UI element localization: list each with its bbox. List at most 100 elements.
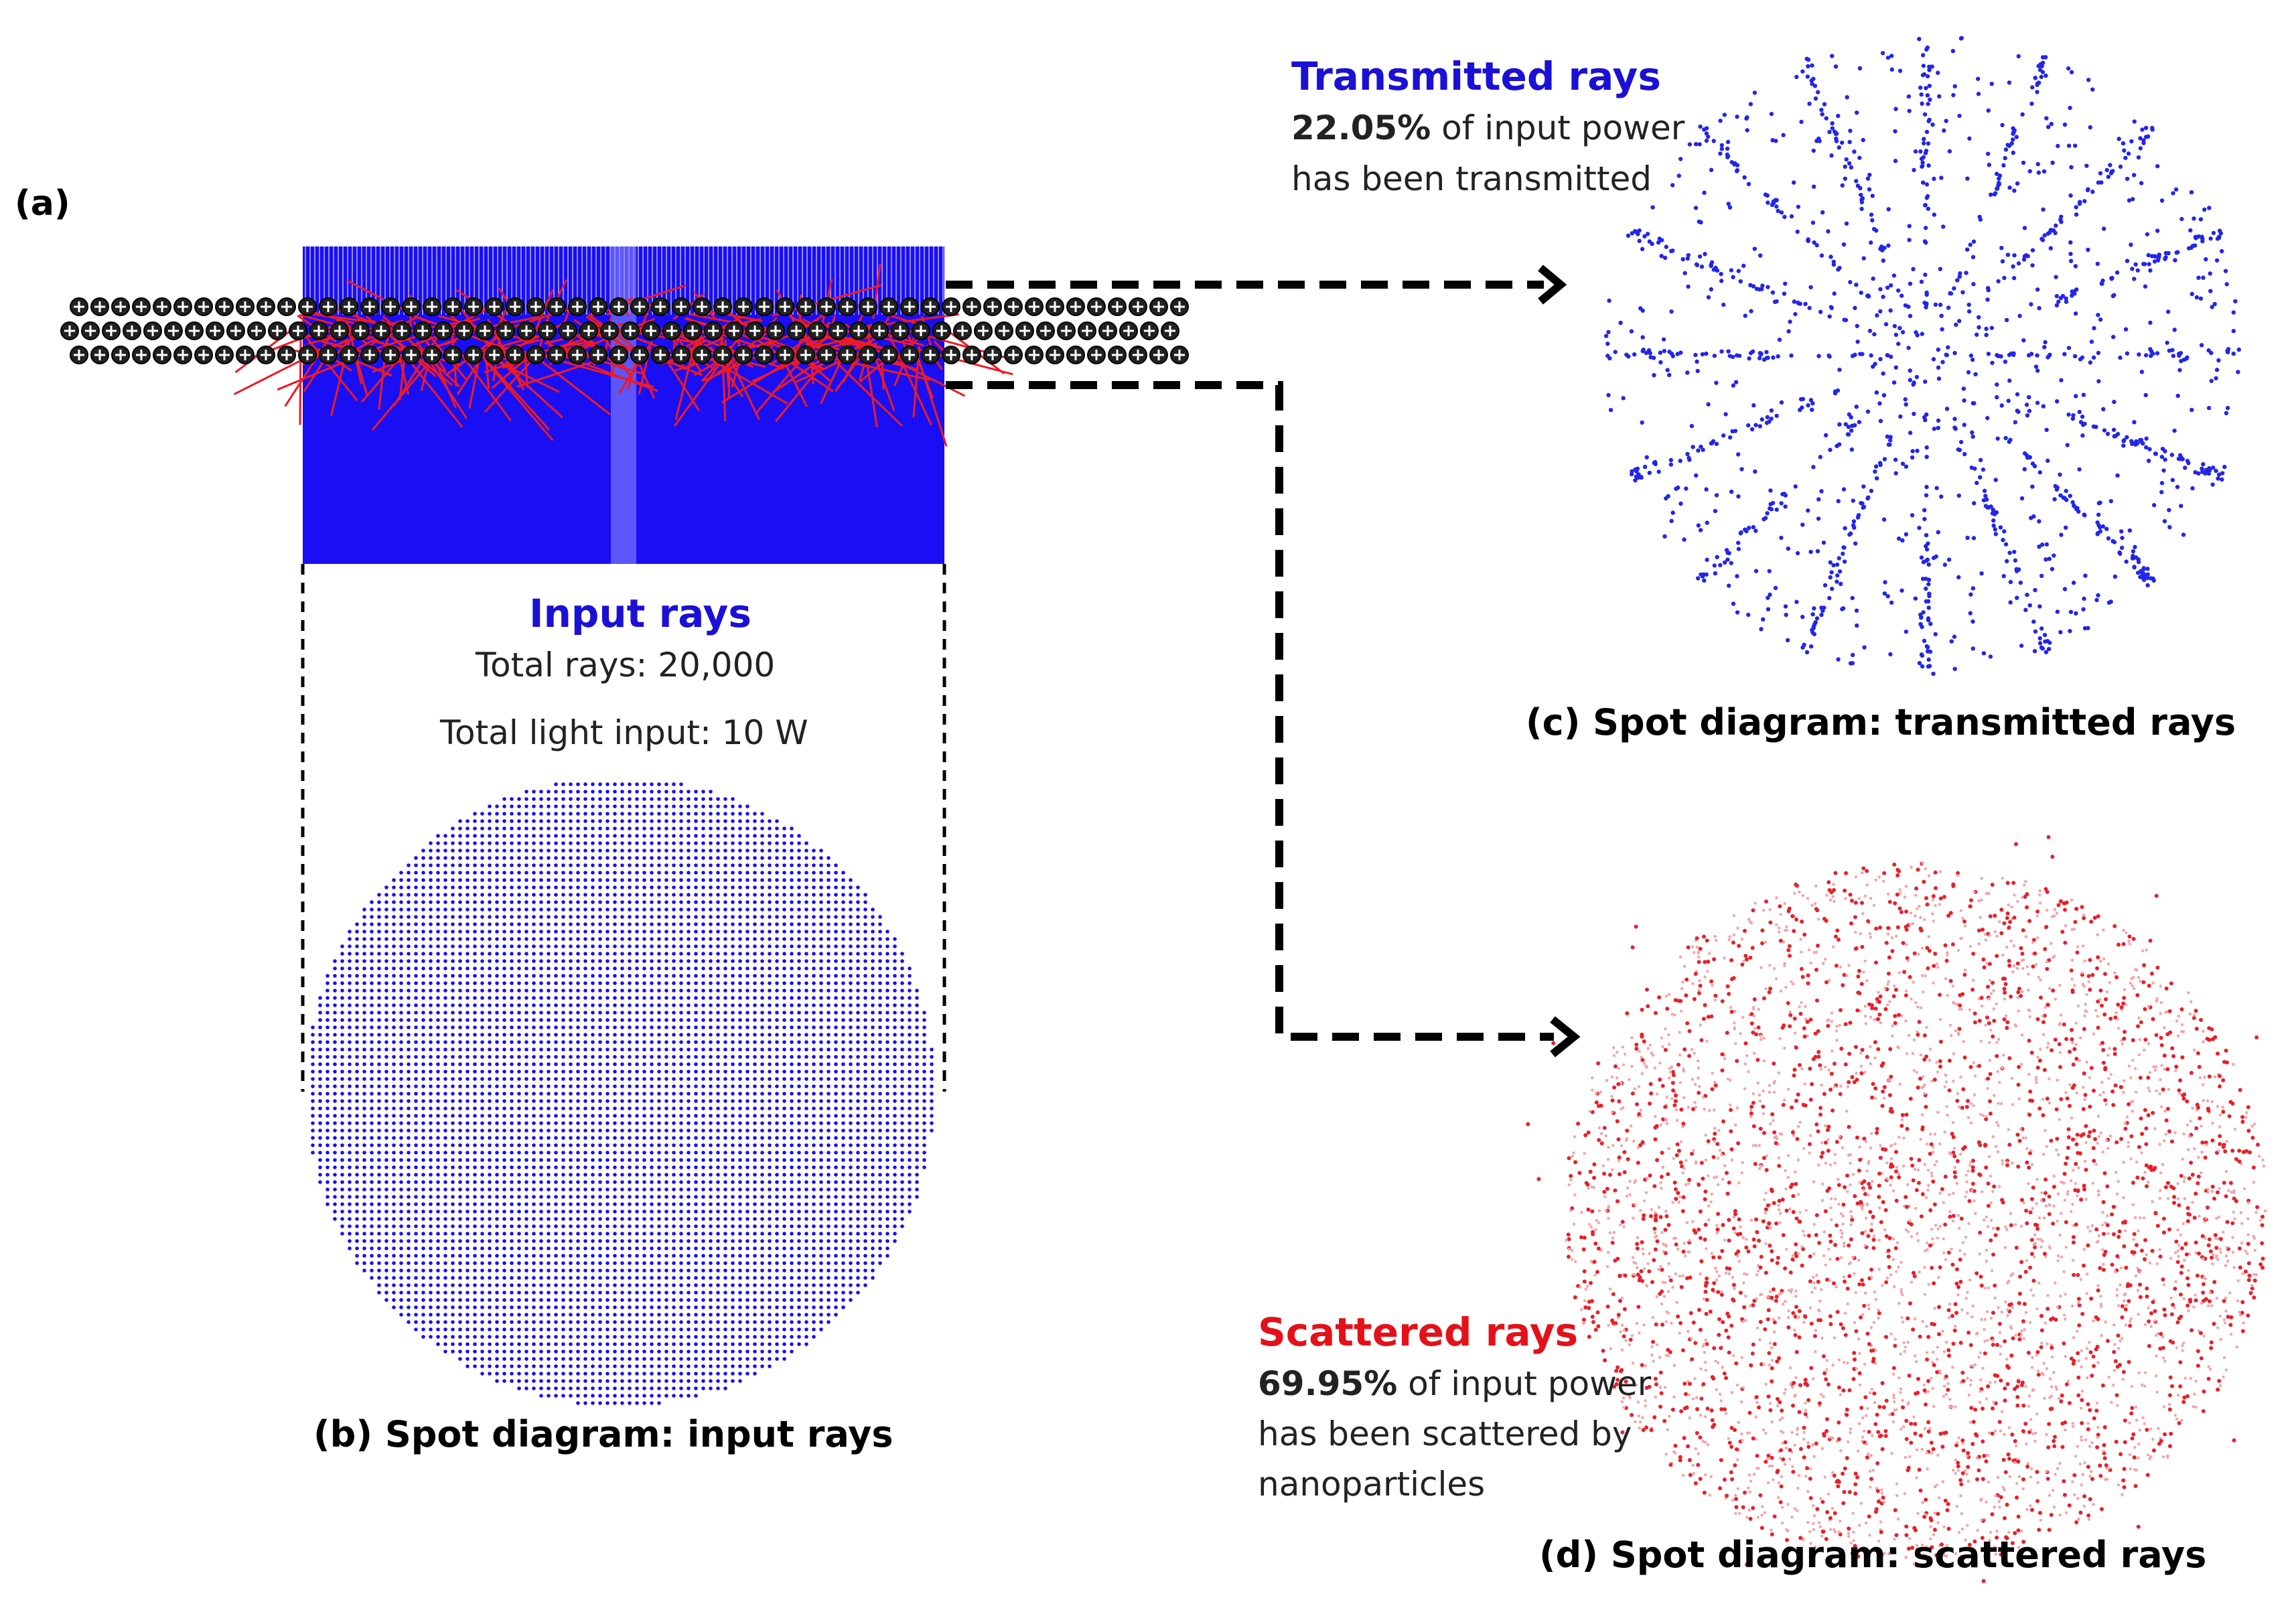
nanoparticle-icon bbox=[173, 346, 192, 364]
nanoparticle-icon bbox=[1087, 297, 1106, 316]
nanoparticle-icon bbox=[713, 297, 732, 316]
nanoparticle-icon bbox=[143, 321, 162, 340]
nanoparticle-icon bbox=[215, 297, 234, 316]
nanoparticle-icon bbox=[298, 297, 317, 316]
nanoparticle-icon bbox=[1066, 346, 1085, 364]
nanoparticle-icon bbox=[102, 321, 121, 340]
spot-diagram-input bbox=[311, 782, 934, 1405]
nanoparticle-icon bbox=[1036, 321, 1055, 340]
nanoparticle-icon bbox=[1004, 346, 1023, 364]
nanoparticle-icon bbox=[402, 346, 421, 364]
nanoparticle-icon bbox=[817, 346, 836, 364]
nanoparticle-icon bbox=[621, 321, 640, 340]
nanoparticle-icon bbox=[298, 346, 317, 364]
nanoparticle-icon bbox=[123, 321, 141, 340]
nanoparticle-icon bbox=[1004, 297, 1023, 316]
nanoparticle-icon bbox=[309, 321, 328, 340]
nanoparticle-icon bbox=[360, 346, 379, 364]
nanoparticle-icon bbox=[268, 321, 287, 340]
nanoparticle-icon bbox=[776, 297, 794, 316]
nanoparticle-icon bbox=[319, 346, 338, 364]
nanoparticle-icon bbox=[745, 321, 764, 340]
nanoparticle-icon bbox=[1149, 297, 1168, 316]
nanoparticle-icon bbox=[1078, 321, 1096, 340]
nanoparticle-icon bbox=[630, 297, 649, 316]
nanoparticle-icon bbox=[360, 297, 379, 316]
nanoparticle-icon bbox=[1066, 297, 1085, 316]
caption-b: (b) Spot diagram: input rays bbox=[313, 1413, 893, 1455]
arrow-right-icon bbox=[1550, 1016, 1581, 1058]
nanoparticle-icon bbox=[485, 346, 504, 364]
nanoparticle-icon bbox=[1170, 297, 1189, 316]
nanoparticle-icon bbox=[164, 321, 183, 340]
nanoparticle-icon bbox=[1129, 346, 1147, 364]
nanoparticle-icon bbox=[589, 346, 607, 364]
nanoparticle-icon bbox=[829, 321, 847, 340]
nanoparticle-icon bbox=[289, 321, 307, 340]
nanoparticle-icon bbox=[1170, 346, 1189, 364]
scattered-power-line3: nanoparticles bbox=[1258, 1465, 1486, 1504]
nanoparticle-icon bbox=[651, 297, 670, 316]
nanoparticle-icon bbox=[132, 297, 151, 316]
nanoparticle-icon bbox=[787, 321, 806, 340]
scattered-percent: 69.95% bbox=[1258, 1364, 1398, 1403]
nanoparticle-icon bbox=[526, 346, 545, 364]
transmitted-power-line1: 22.05% of input power bbox=[1291, 107, 1684, 149]
nanoparticle-icon bbox=[912, 321, 930, 340]
nanoparticle-icon bbox=[808, 321, 827, 340]
nanoparticle-icon bbox=[402, 297, 421, 316]
nanoparticle-icon bbox=[319, 297, 338, 316]
transmitted-line1-rest: of input power bbox=[1431, 108, 1685, 147]
nanoparticle-icon bbox=[672, 346, 691, 364]
transmitted-power-line2: has been transmitted bbox=[1291, 159, 1652, 198]
nanoparticle-icon bbox=[1108, 346, 1127, 364]
nanoparticle-icon bbox=[1129, 297, 1147, 316]
nanoparticle-icon bbox=[443, 297, 462, 316]
scattered-line1-rest: of input power bbox=[1397, 1364, 1652, 1403]
nanoparticle-icon bbox=[1087, 346, 1106, 364]
nanoparticle-icon bbox=[372, 321, 390, 340]
nanoparticle-icon bbox=[351, 321, 370, 340]
nanoparticle-icon bbox=[974, 321, 993, 340]
scattered-rays-heading: Scattered rays bbox=[1258, 1309, 1579, 1355]
nanoparticle-icon bbox=[579, 321, 598, 340]
nanoparticle-icon bbox=[257, 297, 275, 316]
nanoparticle-icon bbox=[755, 297, 774, 316]
nanoparticle-icon bbox=[526, 297, 545, 316]
nanoparticle-icon bbox=[962, 346, 981, 364]
nanoparticle-icon bbox=[1119, 321, 1138, 340]
nanoparticle-icon bbox=[330, 321, 349, 340]
nanoparticle-icon bbox=[651, 346, 670, 364]
nanoparticle-icon bbox=[90, 346, 109, 364]
nanoparticle-icon bbox=[672, 297, 691, 316]
nanoparticle-icon bbox=[132, 346, 151, 364]
nanoparticle-icon bbox=[879, 346, 898, 364]
nanoparticle-icon bbox=[900, 297, 919, 316]
nanoparticle-icon bbox=[60, 321, 79, 340]
nanoparticle-icon bbox=[153, 346, 171, 364]
nanoparticle-icon bbox=[185, 321, 204, 340]
nanoparticle-icon bbox=[1098, 321, 1117, 340]
input-rays-heading: Input rays bbox=[529, 591, 751, 636]
nanoparticle-icon bbox=[464, 346, 483, 364]
nanoparticle-icon bbox=[81, 321, 100, 340]
nanoparticle-icon bbox=[485, 297, 504, 316]
nanoparticle-icon bbox=[206, 321, 224, 340]
nanoparticle-icon bbox=[1046, 297, 1064, 316]
caption-c: (c) Spot diagram: transmitted rays bbox=[1526, 701, 2236, 743]
nanoparticle-icon bbox=[879, 297, 898, 316]
nanoparticle-icon bbox=[734, 346, 753, 364]
nanoparticle-icon bbox=[423, 346, 441, 364]
transmitted-rays-heading: Transmitted rays bbox=[1291, 54, 1661, 99]
nanoparticle-icon bbox=[1161, 321, 1179, 340]
nanoparticle-icon bbox=[547, 297, 566, 316]
nanoparticle-icon bbox=[838, 346, 857, 364]
nanoparticle-icon bbox=[817, 297, 836, 316]
nanoparticle-icon bbox=[517, 321, 536, 340]
nanoparticle-icon bbox=[630, 346, 649, 364]
nanoparticle-icon bbox=[734, 297, 753, 316]
nanoparticle-icon bbox=[340, 297, 358, 316]
nanoparticle-icon bbox=[942, 346, 960, 364]
nanoparticle-icon bbox=[455, 321, 474, 340]
